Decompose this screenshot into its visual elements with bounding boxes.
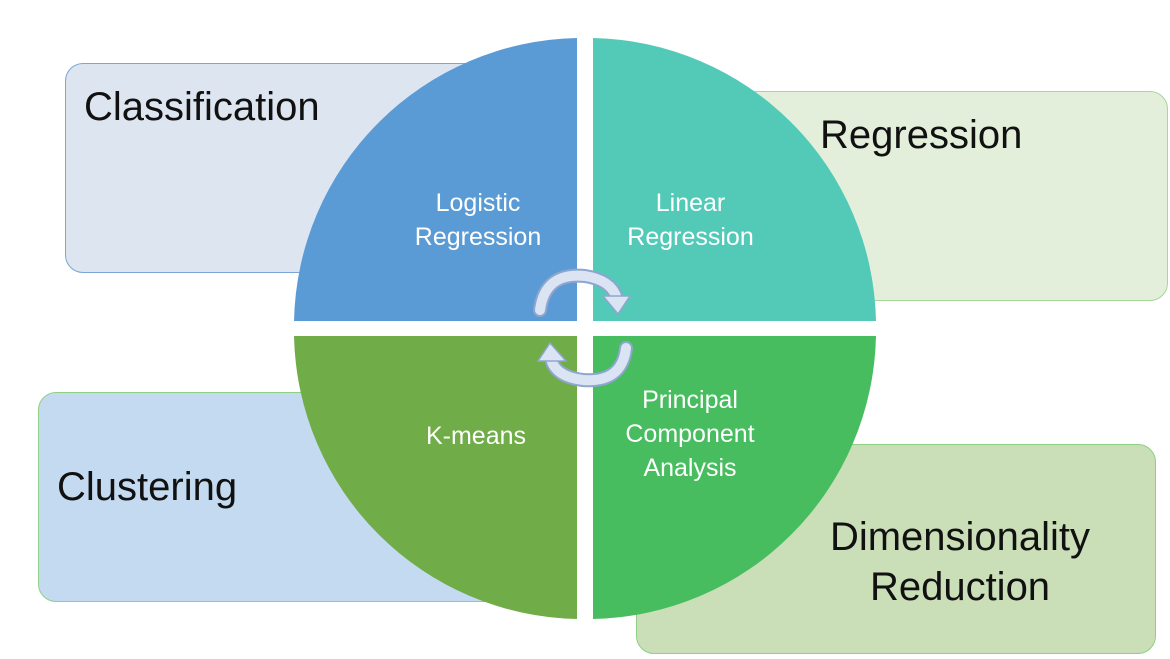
pca-label: Principal Component Analysis: [600, 383, 780, 485]
cycle-arrow-top-icon: [533, 268, 632, 317]
cycle-arrow-bottom-icon: [536, 341, 633, 388]
logistic-regression-segment: [294, 38, 577, 321]
logistic-regression-label: Logistic Regression: [398, 186, 558, 254]
dimensionality-reduction-label: Dimensionality Reduction: [810, 512, 1110, 612]
pca-line1: Principal: [642, 386, 738, 414]
classification-label: Classification: [84, 85, 320, 129]
regression-label: Regression: [820, 113, 1023, 157]
dimensionality-reduction-line1: Dimensionality: [829, 515, 1091, 559]
logistic-line2: Regression: [414, 223, 542, 251]
linear-regression-label: Linear Regression: [608, 186, 773, 254]
logistic-line1: Logistic: [435, 189, 521, 217]
linear-line1: Linear: [655, 189, 726, 217]
pca-segment: [593, 336, 876, 619]
linear-regression-segment: [593, 38, 876, 321]
k-means-segment: [294, 336, 577, 619]
linear-line2: Regression: [627, 223, 754, 251]
clustering-label: Clustering: [57, 465, 238, 509]
k-means-label: K-means: [425, 422, 527, 450]
dimensionality-reduction-line2: Reduction: [869, 565, 1051, 609]
pca-line3: Analysis: [643, 454, 737, 482]
pca-line2: Component: [625, 420, 755, 448]
